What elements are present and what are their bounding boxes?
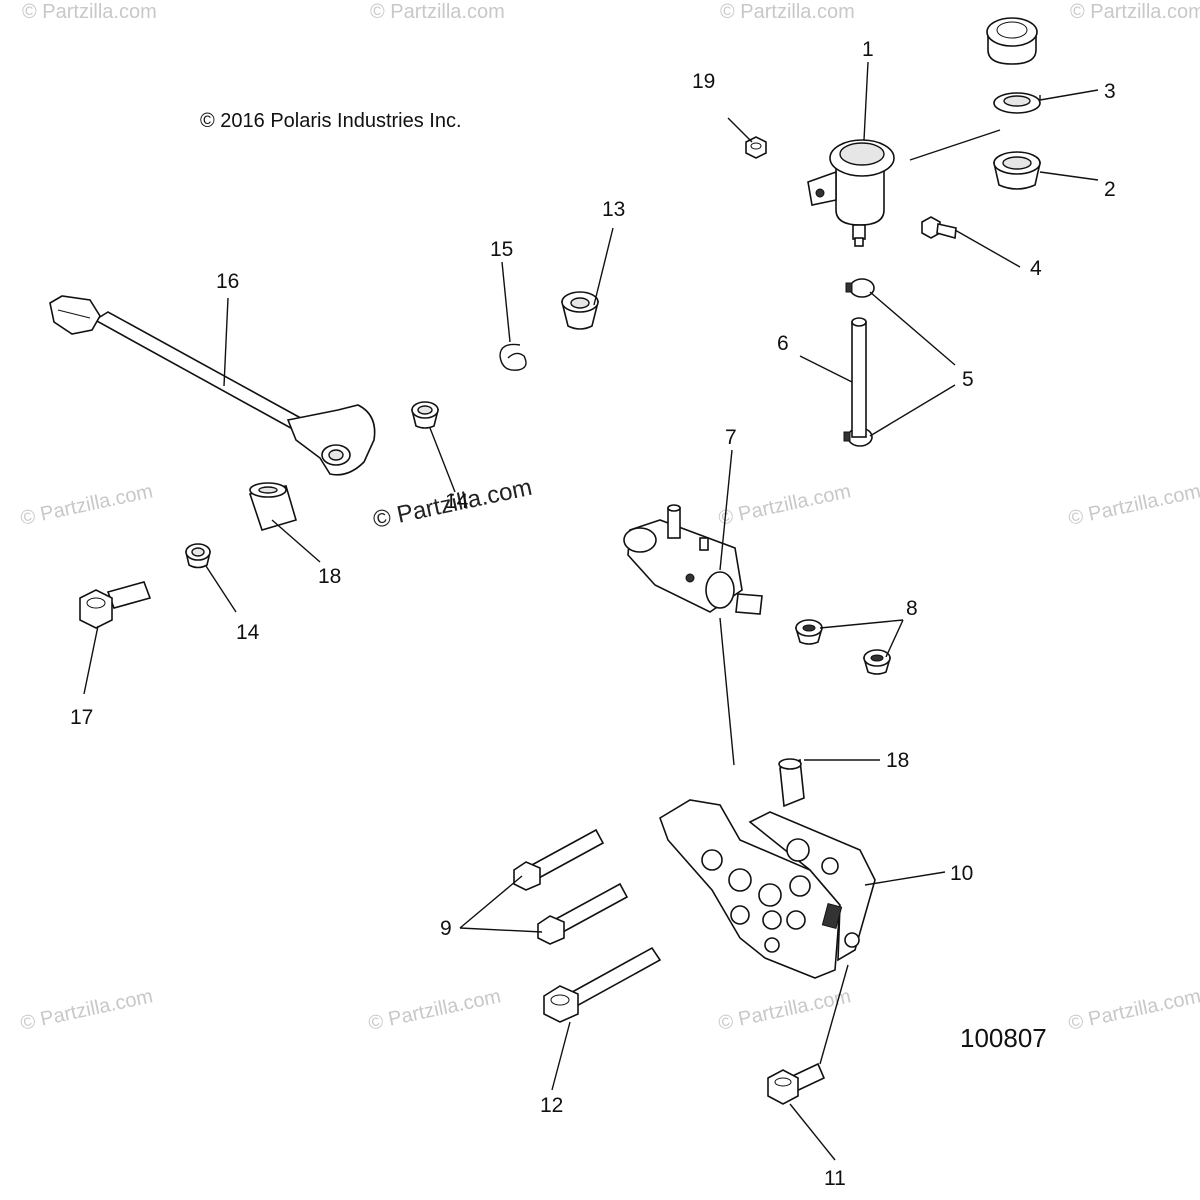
- master-cylinder-part: [623, 504, 763, 615]
- spring-clip-part: [499, 343, 527, 371]
- grommet-part: [862, 649, 892, 675]
- hose-part: [851, 317, 867, 438]
- callout-labels: 1 2 3 4 5 6 7 8 9 10 11 12 13 14 14 15 1…: [70, 38, 1116, 1190]
- callout-1: 1: [862, 38, 874, 61]
- callout-5: 5: [962, 368, 974, 391]
- bracket-part: [659, 799, 876, 979]
- bushing-part: [410, 401, 440, 429]
- callout-2: 2: [1104, 178, 1116, 201]
- watermark: © Partzilla.com: [370, 1, 505, 23]
- bolt-part: [537, 882, 629, 945]
- watermark: © Partzilla.com: [366, 985, 502, 1035]
- copyright-text: © 2016 Polaris Industries Inc.: [200, 110, 462, 132]
- diagram-id: 100807: [960, 1023, 1047, 1053]
- watermark: © Partzilla.com: [716, 480, 852, 530]
- bolt-part: [767, 1062, 826, 1105]
- bolt-part: [513, 828, 605, 891]
- callout-10: 10: [950, 862, 973, 885]
- seal-cup-part: [992, 151, 1042, 190]
- callout-3: 3: [1104, 80, 1116, 103]
- hose-clamp-part: [845, 278, 875, 298]
- callout-12: 12: [540, 1094, 563, 1117]
- callout-19: 19: [692, 70, 715, 93]
- bolt-part: [543, 946, 662, 1023]
- watermark: © Partzilla.com: [1066, 480, 1200, 530]
- callout-7: 7: [725, 426, 737, 449]
- watermark: © Partzilla.com: [1066, 985, 1200, 1035]
- callout-6: 6: [777, 332, 789, 355]
- brake-rod-part: [49, 295, 376, 476]
- callout-9: 9: [440, 917, 452, 940]
- callout-13: 13: [602, 198, 625, 221]
- bushing-part: [184, 543, 212, 569]
- reservoir-part: [807, 139, 895, 247]
- callout-11: 11: [824, 1167, 846, 1190]
- callout-15: 15: [490, 238, 513, 261]
- bushing-part: [560, 291, 600, 330]
- spacer-part: [778, 758, 805, 808]
- callout-14-top: 14: [445, 490, 469, 513]
- watermark: © Partzilla.com: [18, 480, 154, 530]
- callout-8: 8: [906, 597, 918, 620]
- diaphragm-part: [993, 92, 1041, 114]
- watermark: © Partzilla.com: [1070, 1, 1200, 23]
- callout-14-bottom: 14: [236, 621, 260, 644]
- leader-lines: [83, 61, 1099, 1161]
- grommet-part: [794, 619, 824, 645]
- watermark: © Partzilla.com: [716, 985, 852, 1035]
- callout-18-left: 18: [318, 565, 341, 588]
- callout-18-right: 18: [886, 749, 909, 772]
- small-bolt-part: [921, 216, 957, 240]
- watermark: © Partzilla.com: [22, 1, 157, 23]
- callout-4: 4: [1030, 257, 1042, 280]
- watermark: © Partzilla.com: [18, 985, 154, 1035]
- spacer-part: [248, 482, 297, 531]
- callout-17: 17: [70, 706, 93, 729]
- bolt-part: [79, 581, 152, 629]
- reservoir-cap: [986, 17, 1038, 65]
- callout-16: 16: [216, 270, 239, 293]
- watermark: © Partzilla.com: [720, 1, 855, 23]
- nut-part: [745, 136, 767, 159]
